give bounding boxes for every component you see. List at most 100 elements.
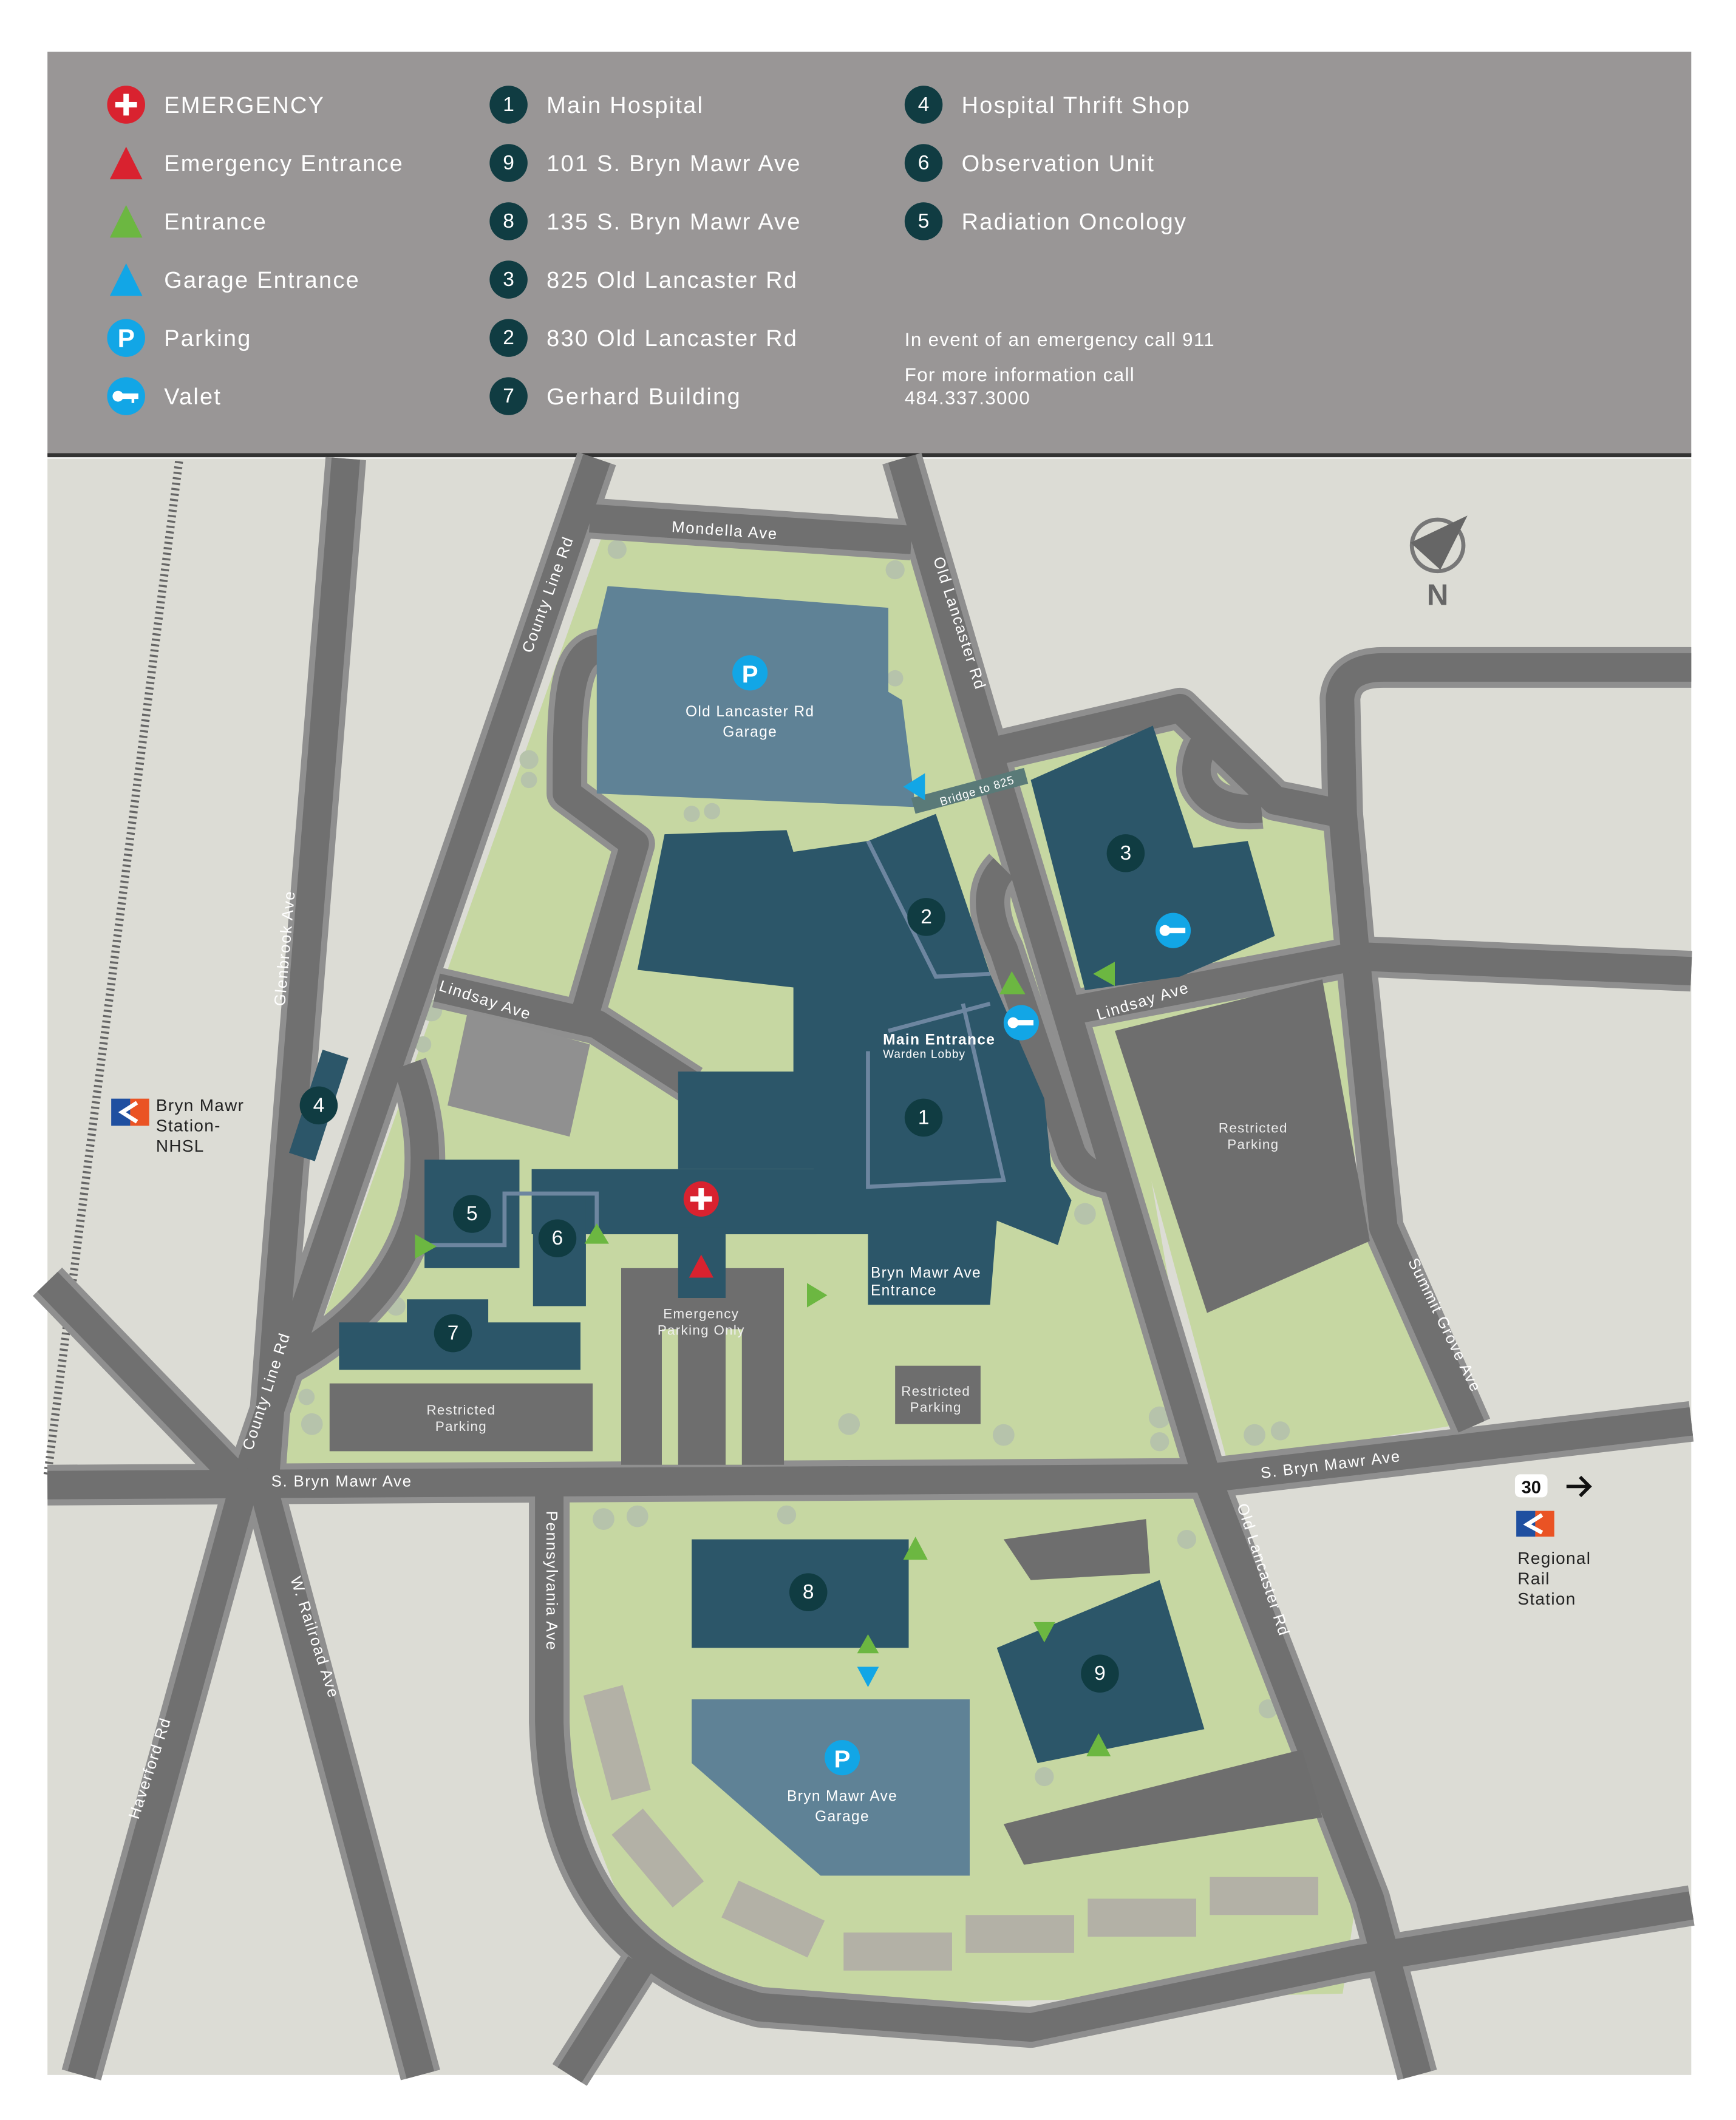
warden-lobby-label: Warden Lobby <box>883 1048 965 1061</box>
info-call-text: For more information call <box>905 364 1135 386</box>
red-triangle-icon <box>109 146 143 180</box>
legend-label: 830 Old Lancaster Rd <box>546 326 798 352</box>
legend-building-6: 6 Observation Unit <box>904 144 1156 182</box>
legend-item-parking: P Parking <box>107 319 250 357</box>
parking-stalls <box>583 1685 1319 1971</box>
legend-item-emergency: EMERGENCY <box>107 86 324 124</box>
emergency-parking-label: Emergency <box>663 1306 739 1321</box>
valet-key-icon <box>1003 1005 1039 1041</box>
emergency-cross-icon <box>683 1181 719 1217</box>
legend-label: Radiation Oncology <box>962 209 1188 235</box>
svg-text:P: P <box>834 1745 851 1773</box>
garage-bryn-mawr <box>692 1699 970 1876</box>
phone-number: 484.337.3000 <box>905 387 1030 409</box>
restricted-parking-label: Parking <box>435 1419 487 1434</box>
restricted-parking-lot-west <box>329 1383 593 1452</box>
green-triangle-icon <box>109 205 143 238</box>
parking-lot-south <box>1003 1749 1322 1865</box>
legend-label: Entrance <box>164 209 267 235</box>
svg-text:P: P <box>742 661 758 688</box>
bryn-mawr-entrance-label: Bryn Mawr Ave <box>871 1265 981 1281</box>
legend-building-2: 2 830 Old Lancaster Rd <box>489 319 798 357</box>
svg-text:5: 5 <box>466 1203 478 1225</box>
svg-text:NHSL: NHSL <box>156 1136 205 1155</box>
garage-label: Garage <box>815 1809 870 1825</box>
restricted-parking-label: Restricted <box>901 1384 970 1399</box>
svg-text:3: 3 <box>1120 842 1132 865</box>
svg-text:2: 2 <box>921 906 932 928</box>
green-triangle-icon <box>903 1537 928 1560</box>
garage-label: Garage <box>723 724 777 740</box>
green-triangle-icon <box>1033 1622 1055 1643</box>
restricted-parking-label: Parking <box>1227 1136 1279 1152</box>
road-label-bryn-mawr-west: S. Bryn Mawr Ave <box>271 1473 412 1490</box>
legend-label: Main Hospital <box>546 93 704 118</box>
svg-text:1: 1 <box>918 1106 930 1129</box>
legend-building-1: 1 Main Hospital <box>489 86 704 124</box>
emergency-cross-icon <box>107 86 145 124</box>
green-triangle-icon <box>999 971 1026 994</box>
marker-number: 2 <box>503 327 514 349</box>
legend-item-valet: Valet <box>107 377 220 415</box>
marker-8: 8 <box>789 1573 828 1611</box>
emergency-parking-lot <box>621 1268 785 1465</box>
marker-number: 3 <box>503 268 514 291</box>
svg-text:N: N <box>1427 579 1448 612</box>
marker-number: 4 <box>918 93 930 116</box>
svg-text:8: 8 <box>803 1581 814 1603</box>
marker-number: 8 <box>503 210 514 233</box>
restricted-parking-lot-east <box>1115 979 1370 1313</box>
regional-rail-station: 30 Regional Rail Station <box>1514 1474 1592 1608</box>
building-markers: 1 2 3 4 5 6 7 8 9 <box>299 834 1145 1693</box>
emergency-call-text: In event of an emergency call 911 <box>905 329 1215 350</box>
green-triangle-icon <box>857 1634 879 1654</box>
restricted-parking-label: Restricted <box>1219 1120 1288 1135</box>
marker-1: 1 <box>904 1098 943 1137</box>
gray-lot <box>448 1010 590 1137</box>
garage-label: Old Lancaster Rd <box>686 704 814 720</box>
legend-label: Observation Unit <box>962 151 1156 177</box>
legend-item-garage-entrance: Garage Entrance <box>109 263 359 296</box>
svg-text:Bryn Mawr: Bryn Mawr <box>156 1096 244 1115</box>
marker-7: 7 <box>434 1314 472 1353</box>
map-area: 1 2 3 4 5 6 7 8 9 P P <box>47 458 1691 2074</box>
bridge-to-825 <box>911 767 1029 814</box>
marker-5: 5 <box>453 1195 491 1233</box>
marker-number: 1 <box>503 93 514 116</box>
route-30-shield-icon: 30 <box>1514 1474 1548 1498</box>
svg-text:7: 7 <box>448 1322 459 1345</box>
marker-9: 9 <box>1081 1654 1119 1693</box>
restricted-parking-lot-center <box>895 1365 981 1424</box>
marker-4: 4 <box>299 1086 338 1125</box>
bryn-mawr-entrance-label: Entrance <box>871 1283 937 1299</box>
legend-building-8: 8 135 S. Bryn Mawr Ave <box>489 202 802 240</box>
legend-item-entrance: Entrance <box>109 205 267 238</box>
septa-logo-icon <box>111 1098 149 1126</box>
green-triangle-icon <box>1093 962 1115 987</box>
parking-icon: P <box>107 319 145 357</box>
garage-old-lancaster <box>596 586 916 807</box>
parking-lot-north-9 <box>1003 1519 1151 1580</box>
entrance-markers <box>415 773 1115 1756</box>
svg-text:P: P <box>118 324 135 353</box>
marker-number: 6 <box>918 152 930 174</box>
marker-6: 6 <box>538 1219 577 1257</box>
green-triangle-icon <box>1086 1733 1111 1756</box>
green-triangle-icon <box>415 1234 437 1259</box>
blue-triangle-icon <box>109 263 143 296</box>
septa-logo-icon <box>1516 1510 1554 1537</box>
svg-text:4: 4 <box>313 1094 325 1116</box>
marker-2: 2 <box>907 898 945 936</box>
legend-label: 135 S. Bryn Mawr Ave <box>546 209 802 235</box>
legend-item-emergency-entrance: Emergency Entrance <box>109 146 403 180</box>
svg-text:Regional: Regional <box>1517 1549 1591 1568</box>
valet-key-icon <box>107 377 145 415</box>
restricted-parking-label: Restricted <box>426 1402 495 1418</box>
red-triangle-icon <box>689 1254 713 1278</box>
